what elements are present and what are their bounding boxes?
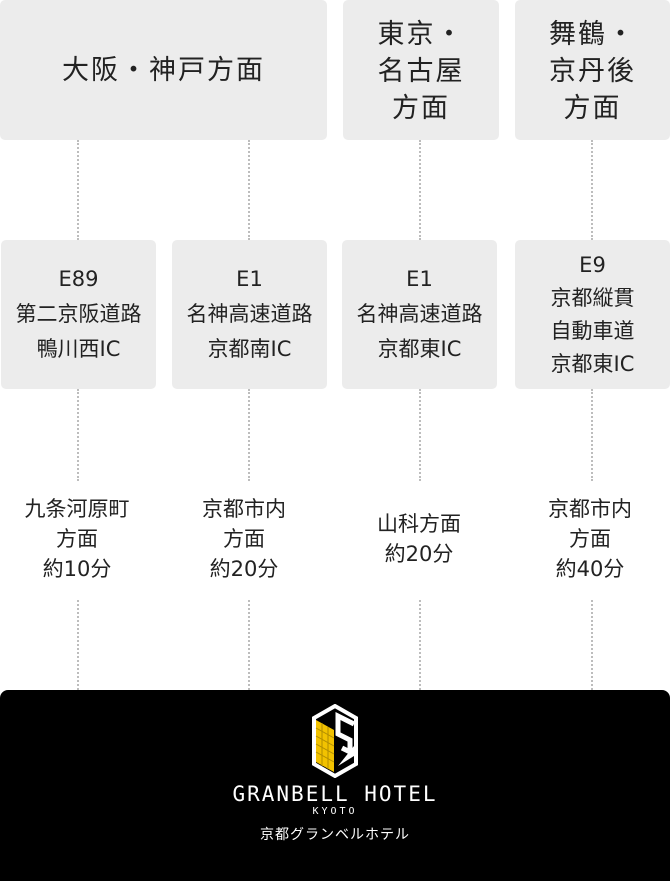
route-label: E9 <box>579 252 606 277</box>
travel-time-yamashina: 山科方面 約20分 <box>339 509 499 569</box>
direction-label: 舞鶴・ <box>549 19 636 50</box>
route-box-e9: E9 京都縦貫 自動車道 京都東IC <box>515 240 670 389</box>
direction-label: 名古屋 <box>377 56 465 87</box>
direction-label: 方面 <box>563 93 622 124</box>
direction-label: 大阪・神戸方面 <box>62 54 265 86</box>
time-label: 約10分 <box>42 557 112 581</box>
direction-label: 方面 <box>392 93 450 124</box>
direction-box-osaka-kobe: 大阪・神戸方面 <box>0 0 327 140</box>
route-label: 京都東IC <box>550 351 635 376</box>
route-label: 京都南IC <box>207 337 292 361</box>
travel-time-kyoto-city: 京都市内 方面 約20分 <box>164 494 324 584</box>
time-label: 約20分 <box>384 542 454 566</box>
route-label: E1 <box>236 267 263 291</box>
route-box-e1-south: E1 名神高速道路 京都南IC <box>172 240 327 389</box>
time-label: 京都市内 <box>548 497 632 521</box>
time-label: 約20分 <box>209 557 279 581</box>
time-label: 九条河原町 <box>24 497 130 521</box>
direction-label: 東京・ <box>377 19 465 50</box>
time-label: 方面 <box>223 527 265 551</box>
route-label: E1 <box>406 267 433 291</box>
direction-label: 京丹後 <box>549 56 636 87</box>
route-label: 鴨川西IC <box>36 337 121 361</box>
connector-line <box>77 140 79 240</box>
route-label: 名神高速道路 <box>356 302 483 326</box>
hotel-name-ja: 京都グランベルホテル <box>260 827 410 843</box>
time-label: 京都市内 <box>202 497 286 521</box>
route-box-e89: E89 第二京阪道路 鴨川西IC <box>1 240 156 389</box>
connector-line <box>248 600 250 690</box>
route-box-e1-east: E1 名神高速道路 京都東IC <box>342 240 497 389</box>
time-label: 方面 <box>569 527 611 551</box>
connector-line <box>248 140 250 240</box>
connector-line <box>419 600 421 690</box>
connector-line <box>591 389 593 481</box>
travel-time-kyoto-city-40: 京都市内 方面 約40分 <box>510 494 670 584</box>
direction-box-maizuru-kyotango: 舞鶴・ 京丹後 方面 <box>515 0 670 140</box>
hotel-destination-block: GRANBELL HOTEL KYOTO 京都グランベルホテル <box>0 690 670 881</box>
time-label: 約40分 <box>555 557 625 581</box>
connector-line <box>419 140 421 240</box>
connector-line <box>419 389 421 481</box>
direction-box-tokyo-nagoya: 東京・ 名古屋 方面 <box>343 0 499 140</box>
travel-time-kujo: 九条河原町 方面 約10分 <box>0 494 157 584</box>
hotel-logo-icon <box>312 704 358 778</box>
route-label: 京都東IC <box>377 337 462 361</box>
hotel-city: KYOTO <box>312 806 358 817</box>
route-label: 自動車道 <box>550 318 635 343</box>
route-label: 京都縦貫 <box>550 285 635 310</box>
connector-line <box>248 389 250 481</box>
connector-line <box>591 600 593 690</box>
route-label: 第二京阪道路 <box>15 302 142 326</box>
time-label: 山科方面 <box>377 512 461 536</box>
route-label: E89 <box>58 267 99 291</box>
route-label: 名神高速道路 <box>186 302 313 326</box>
connector-line <box>77 600 79 690</box>
hotel-name: GRANBELL HOTEL <box>232 782 438 806</box>
connector-line <box>591 140 593 240</box>
connector-line <box>77 389 79 481</box>
time-label: 方面 <box>56 527 98 551</box>
